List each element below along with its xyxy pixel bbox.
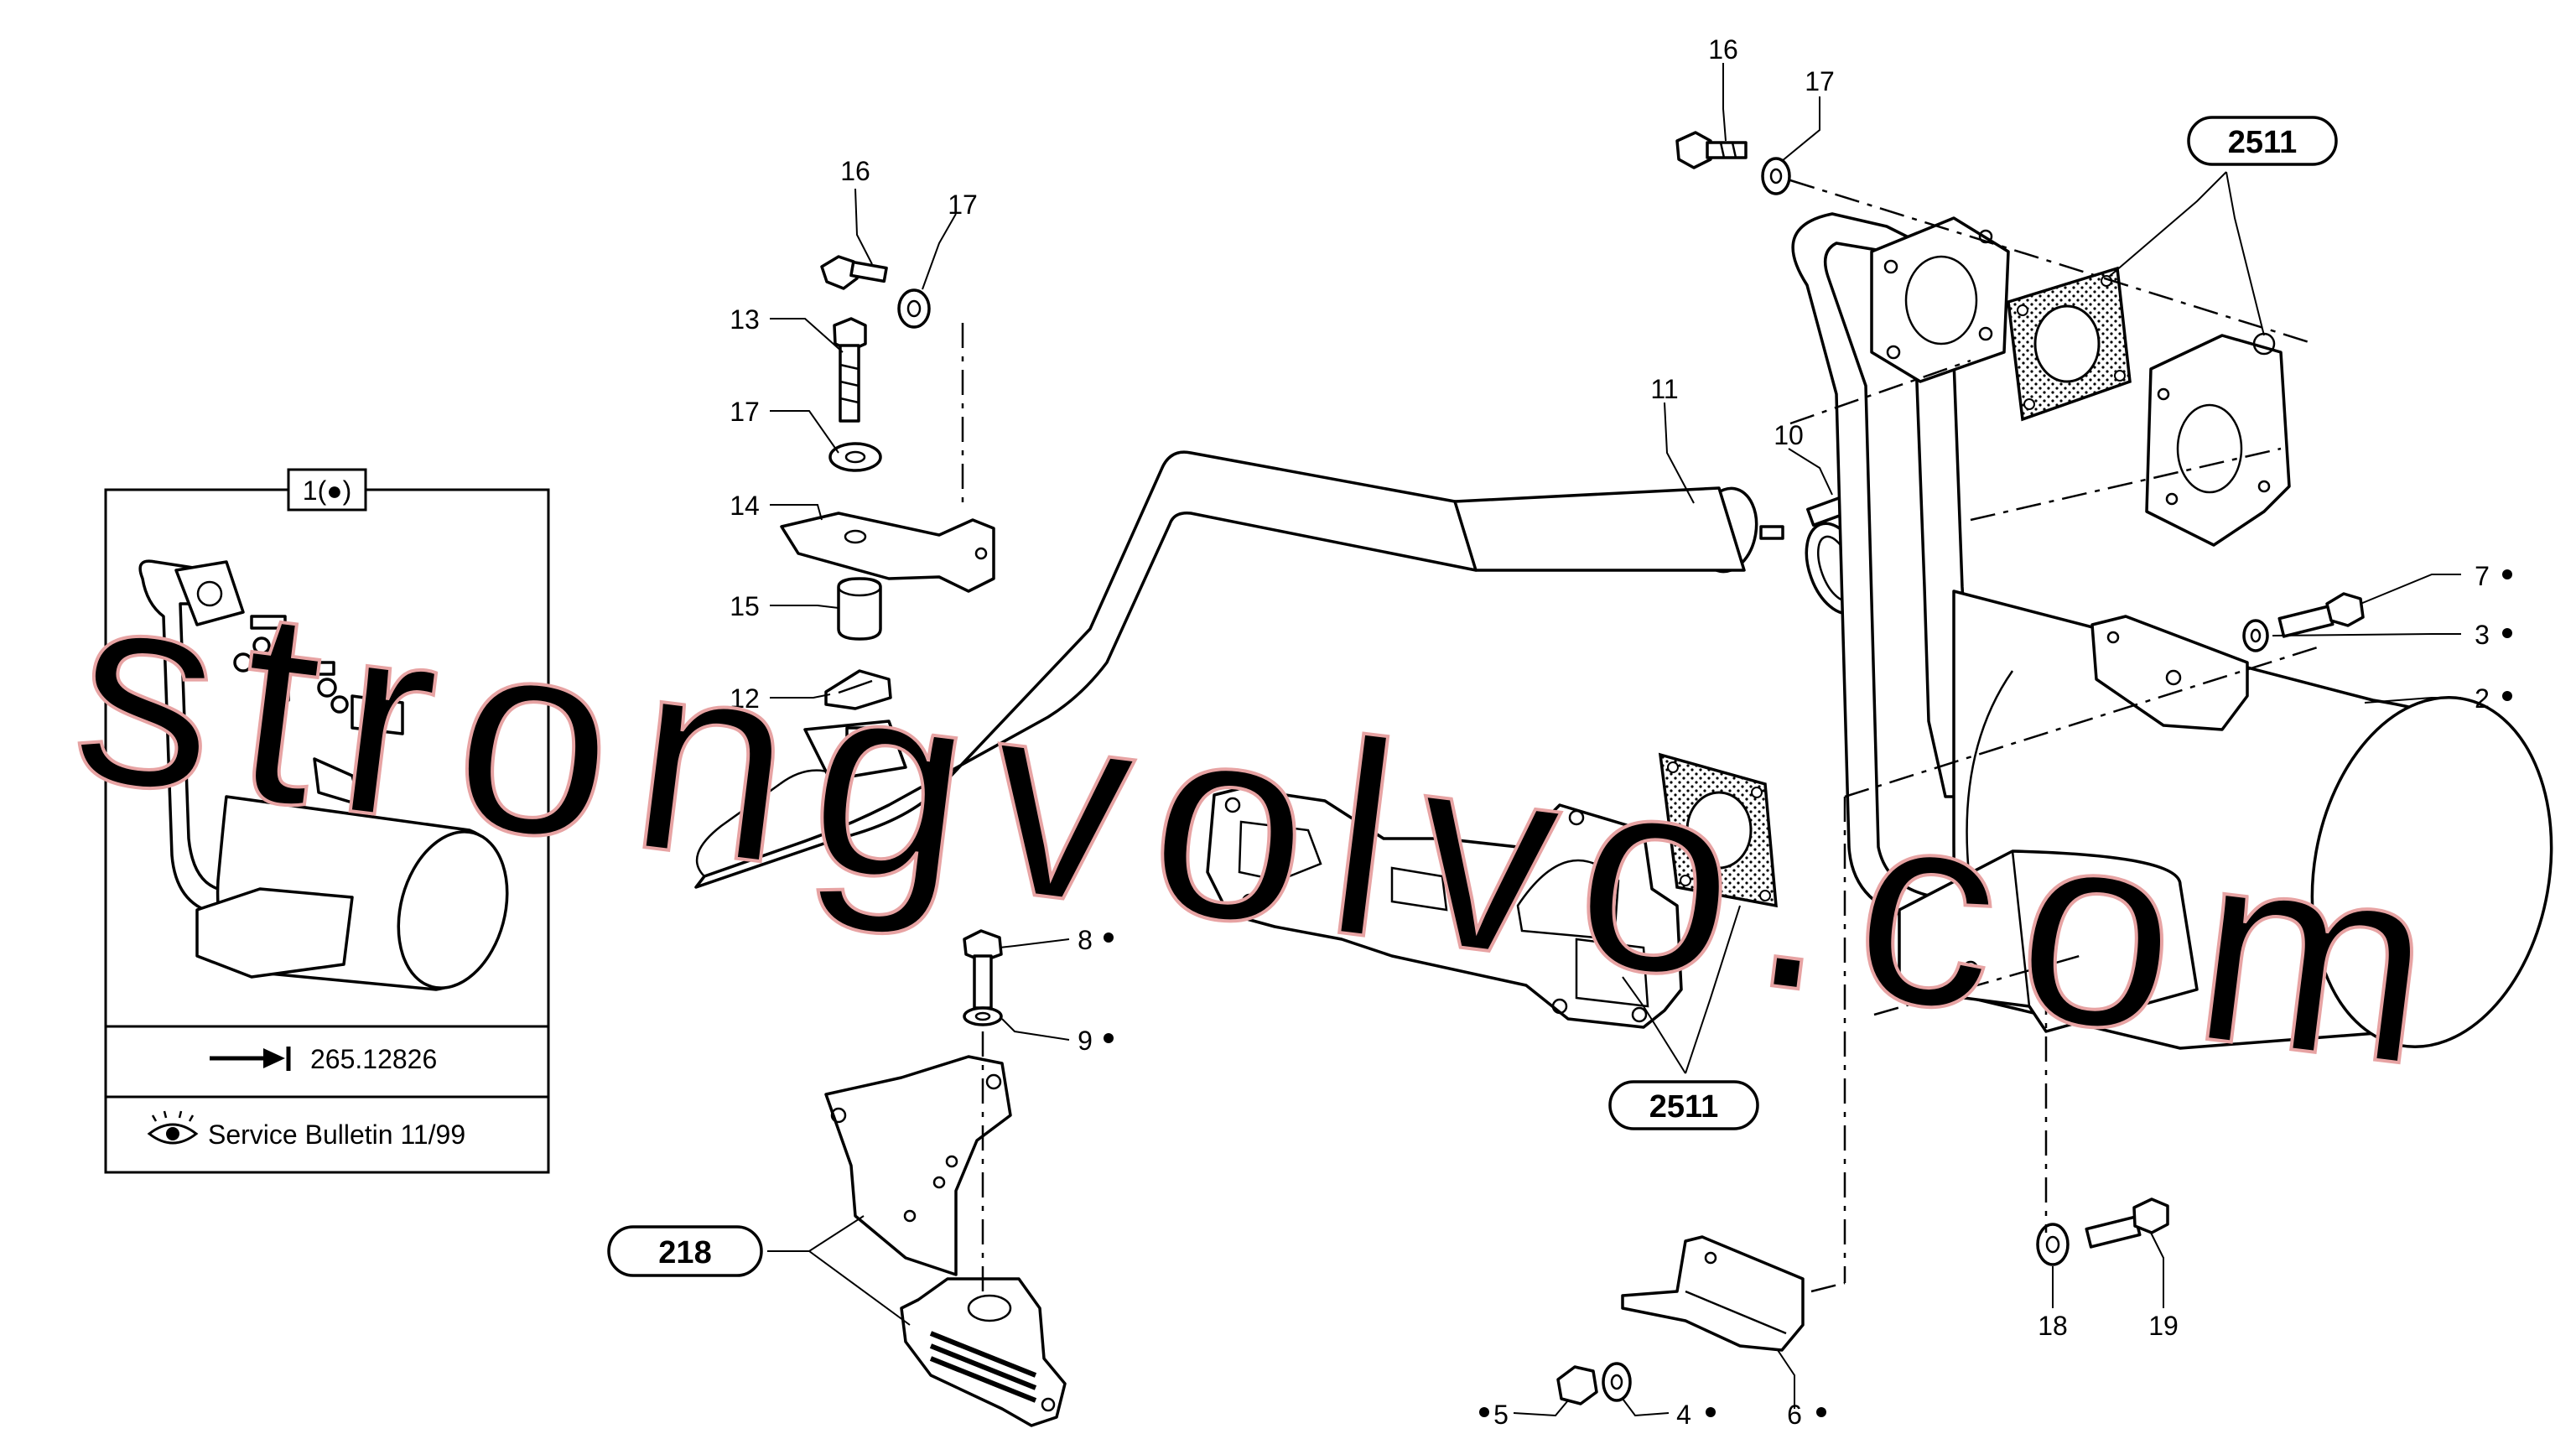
inset-bulletin: Service Bulletin 11/99	[208, 1120, 465, 1150]
inset-reference-number: 265.12826	[310, 1044, 437, 1074]
eye-icon	[147, 1110, 199, 1145]
callout-6: 6	[1787, 1400, 1802, 1430]
inset-header: 1(●)	[303, 475, 351, 506]
callout-14: 14	[730, 491, 760, 521]
bolt-8-washer-9	[963, 929, 1003, 1026]
arrow-to-bar-icon	[210, 1047, 291, 1071]
rubber-mount-stripes	[929, 1331, 1037, 1403]
ref-pill-2511-bottom: 2511	[1608, 1080, 1759, 1130]
callout-12: 12	[730, 683, 760, 714]
callout-8: 8	[1078, 925, 1093, 955]
callout-17: 17	[1805, 66, 1835, 96]
lower-bracket-6	[1556, 1235, 1805, 1405]
bolt-and-washer-7-3	[2242, 592, 2365, 652]
callout-18: 18	[2038, 1311, 2068, 1341]
callout-3: 3	[2475, 620, 2490, 650]
exhaust-manifold	[1206, 787, 1683, 1029]
inset-box: 1(●) 265.12826 Service Bulletin 11/99	[104, 468, 550, 1174]
callout-17: 17	[948, 190, 978, 220]
assembly-centerlines	[981, 179, 2324, 1296]
inset-miniature	[138, 559, 509, 991]
bolt-and-washer-19-18	[2036, 1197, 2169, 1266]
callout-16: 16	[1708, 34, 1738, 65]
callout-2: 2	[2475, 683, 2490, 714]
callout-17: 17	[730, 397, 760, 427]
callout-bullets	[1104, 569, 2512, 1417]
inset-header-box	[287, 468, 367, 512]
ref-pill-2511-top: 2511	[2187, 116, 2338, 166]
callout-7: 7	[2475, 561, 2490, 591]
callout-19: 19	[2148, 1311, 2179, 1341]
callout-13: 13	[730, 304, 760, 335]
svg-text:218: 218	[658, 1235, 711, 1270]
leader-lines	[767, 63, 2461, 1417]
engine-mount-218	[824, 1055, 1067, 1427]
exhaust-pipe-long	[694, 450, 1758, 889]
svg-text:2511: 2511	[2228, 125, 2297, 160]
bolt-and-washer-top	[1675, 131, 1791, 195]
callout-4: 4	[1676, 1400, 1691, 1430]
svg-text:2511: 2511	[1649, 1089, 1718, 1125]
callout-10: 10	[1774, 420, 1804, 450]
callout-11: 11	[1650, 374, 1678, 404]
callout-labels: 16 17 13 17 14 15 12 11 10 16 17 7 3 2 8…	[730, 34, 2490, 1430]
callout-9: 9	[1078, 1026, 1093, 1056]
muffler-assembly	[1791, 212, 2553, 1050]
callout-15: 15	[730, 591, 760, 621]
ref-pill-218: 218	[607, 1225, 763, 1277]
bracket-assembly-left	[780, 255, 995, 710]
callout-5: 5	[1493, 1400, 1509, 1430]
manifold-gasket	[1658, 752, 1778, 908]
callout-16: 16	[840, 156, 870, 186]
